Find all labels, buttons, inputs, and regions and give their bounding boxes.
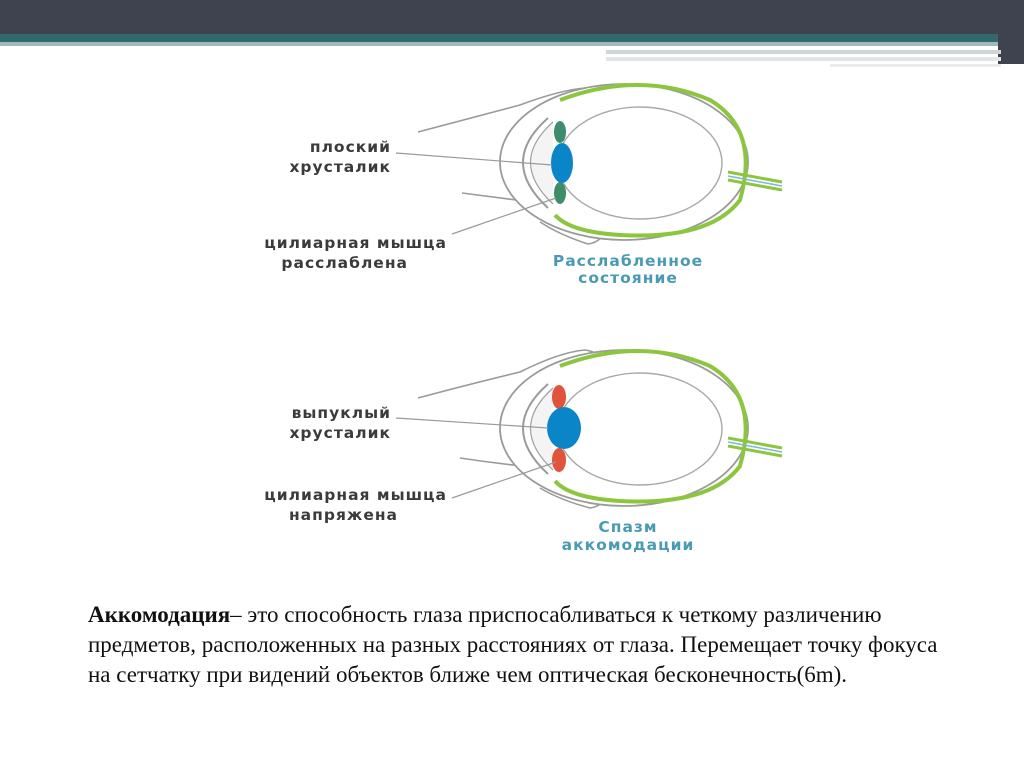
right-rail	[998, 0, 1024, 64]
accent-stripe	[0, 34, 1000, 42]
label-flat-lens-line1: плоский	[310, 138, 391, 156]
decor-rule	[606, 50, 1001, 54]
label-muscle-tense-line2: напряжена	[289, 506, 398, 524]
eye-diagram-accommodation-icon	[395, 349, 783, 509]
caption-paragraph: Аккомодация– это способность глаза присп…	[88, 600, 938, 690]
decor-rule	[606, 57, 1001, 61]
label-flat-lens-line2: хрусталик	[289, 158, 391, 176]
state-relaxed-line2: состояние	[578, 269, 678, 287]
state-relaxed-line1: Расслабленное	[553, 252, 703, 270]
label-muscle-relaxed-line1: цилиарная мышца	[264, 234, 447, 252]
label-convex-lens-line2: хрусталик	[289, 424, 391, 442]
decor-rule	[830, 64, 1001, 67]
caption-term: Аккомодация	[88, 602, 231, 627]
accent-stripe-light	[0, 42, 1000, 46]
label-convex-lens-line1: выпуклый	[292, 404, 391, 422]
state-spasm-line1: Спазм	[598, 518, 657, 536]
state-spasm-line2: аккомодации	[562, 536, 695, 554]
label-muscle-relaxed-line2: расслаблена	[281, 254, 408, 272]
eye-diagram-relaxed-icon	[395, 83, 783, 245]
label-muscle-tense-line1: цилиарная мышца	[264, 486, 447, 504]
caption-text: – это способность глаза приспосабливатьс…	[88, 602, 938, 687]
title-bar	[0, 0, 1024, 34]
